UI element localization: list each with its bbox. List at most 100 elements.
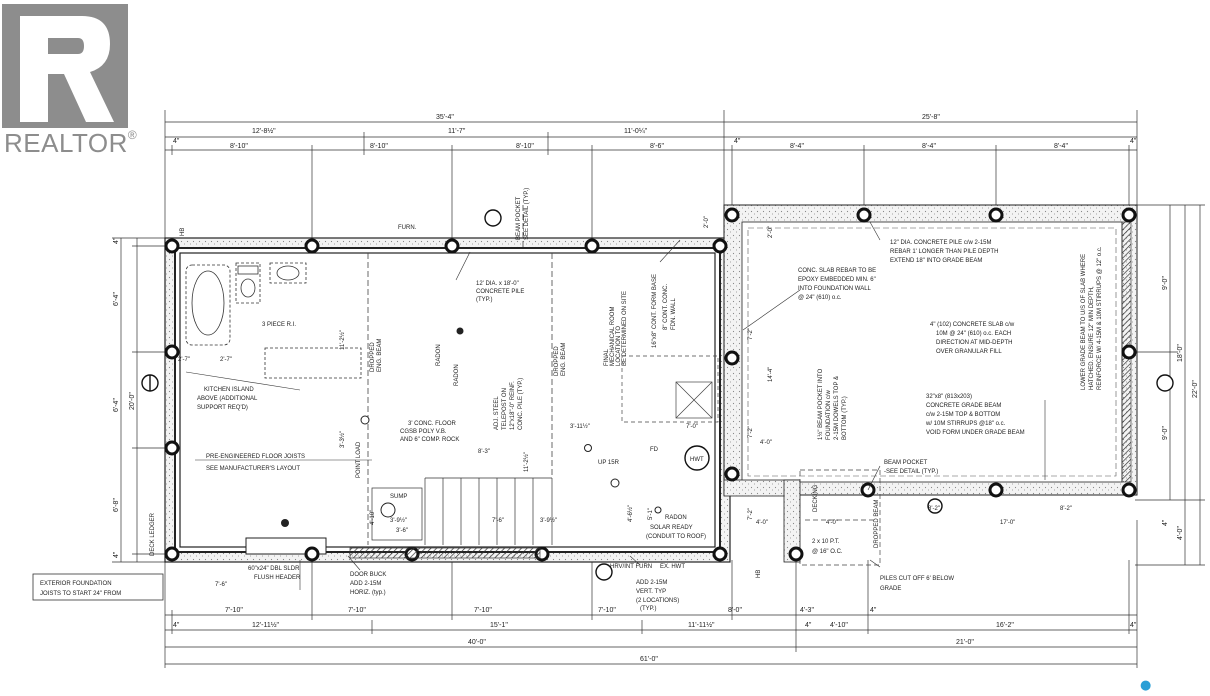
bathtub [185,264,231,346]
dim-left-2: 6'-4" [113,398,120,412]
note-radon-vertical: RADON [454,364,460,386]
note-slab-rebar-2: EPOXY EMBEDDED MIN. 6" [798,277,876,283]
pile [724,466,740,482]
dim-overall-right: 25'-8" [922,114,940,121]
misc-dim-8: 8'-3" [478,449,490,455]
pile [1121,482,1137,498]
pile [988,207,1004,223]
right-dimension-lines [1135,204,1205,566]
note-ex: EX. HWT [660,564,685,570]
note-decking: DECKING [813,484,819,512]
realtor-text: REALTOR [4,128,128,158]
dim-right-3: 22'-0" [1192,380,1199,398]
dim-bottom-row3-0: 40'-0" [468,639,486,646]
note-fd: FD [650,447,659,453]
dim-bottom-row1-1: 7'-10" [348,607,366,614]
bottom-dimension-lines [164,520,1138,668]
note-dropped-beam-1a: DROPPED [370,342,376,372]
dim-top-row2-a: 12'-8½" [252,127,276,135]
dim-overall-left: 35'-4" [436,114,454,121]
note-steel-post-2: TELEPOST ON [502,388,508,430]
misc-dim-17: 8'-2" [928,506,940,512]
toilet [235,262,261,304]
note-floor-joists-1: PRE-ENGINEERED FLOOR JOISTS [206,454,305,460]
note-pile-right-2: REBAR 1' LONGER THAN PILE DEPTH [890,249,998,255]
note-beam-pocket-top-1: BEAM POCKET [516,196,522,240]
leader-lines [185,221,1046,590]
top-dimension-lines [164,110,1138,245]
dim-bottom-row2-6: 16'-2" [996,622,1014,629]
note-steel-post-3: 12"x18"-0" REINF. [510,381,516,430]
dim-bottom-row2-2: 15'-1" [490,622,508,629]
dim-bottom-row1-4: 8'-0" [728,607,742,614]
note-grade-beam-2: CONCRETE GRADE BEAM [926,403,1001,409]
dim-left-3: 20'-0" [129,392,136,410]
dim-top-row2-c: 11'-0¼" [624,128,648,135]
dim-top-row2-b: 11'-7" [448,128,466,135]
garage-grade-beam [723,204,1138,563]
note-hb-bottom: HB [756,570,762,578]
section-markers [141,209,1174,581]
mechanical-room [621,355,719,423]
section-marker-top [484,209,502,227]
dim-bottom-row1-3: 7'-10" [598,607,616,614]
dim-top-row3-3: 8'-10" [516,143,534,150]
section-marker-bottom [595,563,613,581]
note-form-base-1: 16"x8" CONT. FORM BASE [652,274,658,348]
misc-dim-3: 3'-3½" [339,431,346,448]
note-slab4-4: OVER GRANULAR FILL [936,349,1002,355]
pile [1121,207,1137,223]
dim-bottom-row2-1: 12'-11½" [252,621,280,629]
note-vert-1: ADD 2-15M [636,580,667,586]
dim-bottom-row2-3: 11'-11½" [688,621,715,629]
dim-top-row3-5: 4" [734,138,741,145]
top-dimension-text: 35'-4" 25'-8" 12'-8½" 11'-7" 11'-0¼" 4" … [173,114,1137,150]
registered-mark: ® [127,128,138,142]
dim-top-row3-4: 8'-6" [650,143,664,150]
note-mech-4: BE DETERMINED ON SITE [622,291,628,366]
note-grade-beam-3: c/w 2-15M TOP & BOTTOM [926,412,1000,418]
dim-right-4: 4'-0" [1177,526,1184,540]
main-foundation [164,237,731,563]
note-grade-beam-4: w/ 10M STIRRUPS @18" o.c. [925,421,1006,427]
dim-right-5: 4" [1162,519,1169,526]
pile [304,546,320,562]
note-grade-beam-1: 32"x8" (813x203) [926,394,972,400]
pile [988,482,1004,498]
note-ptwood-2: @ 16" O.C. [812,549,843,555]
fixture-details [191,265,300,336]
misc-dim-20: 7'-2" [748,328,754,340]
pile [712,546,728,562]
note-piles-cut-1: PILES CUT OFF 6' BELOW [880,576,954,582]
dim-top-row3-7: 8'-4" [922,143,936,150]
misc-markers [281,327,662,527]
dropped-beams [367,205,553,545]
dim-bottom-row4: 61'-0" [640,656,658,663]
dim-bottom-row1-2: 7'-10" [474,607,492,614]
note-slab4-1: 4" (102) CONCRETE SLAB c/w [930,322,1015,328]
misc-dim-22: 14'-4" [768,367,774,382]
interior-dimension-text: 2'-7" 2'-7" 11'-2½" 3'-3½" 4'-10" 3'-9½"… [178,216,1072,588]
note-hrv: HRV/INT FURN [610,564,652,570]
note-slab-rebar-3: INTO FOUNDATION WALL [798,286,872,292]
note-up: UP 15R [598,460,620,466]
misc-dim-7: 3'-9½" [540,517,557,524]
note-steel-post-4: CONC. PILE (TYP.) [518,378,524,430]
note-mech-1: FINAL [604,348,610,366]
note-radon: RADON [436,344,442,366]
note-mech-2: MECHANICAL ROOM [610,307,616,366]
map-pin-icon[interactable]: ● [1140,678,1152,693]
realtor-wordmark: REALTOR® [4,128,137,159]
note-slab4-3: DIRECTION AT MID-DEPTH [936,340,1012,346]
note-3-piece: 3 PIECE R.I. [262,322,296,328]
note-radon-2: RADON [665,515,687,521]
pile [856,207,872,223]
misc-dim-26: 3'-6" [396,528,408,534]
misc-dim-1: 2'-7" [220,357,232,363]
misc-dim-2: 11'-2½" [339,330,346,350]
pile [724,207,740,223]
note-beam-pocket-into-3: 2-15M DOWELS TOP & [834,376,840,440]
note-solar-2: (CONDUIT TO ROOF) [646,534,706,540]
note-vert-4: (TYP.) [640,606,657,612]
dim-right-0: 9'-0" [1162,276,1169,290]
